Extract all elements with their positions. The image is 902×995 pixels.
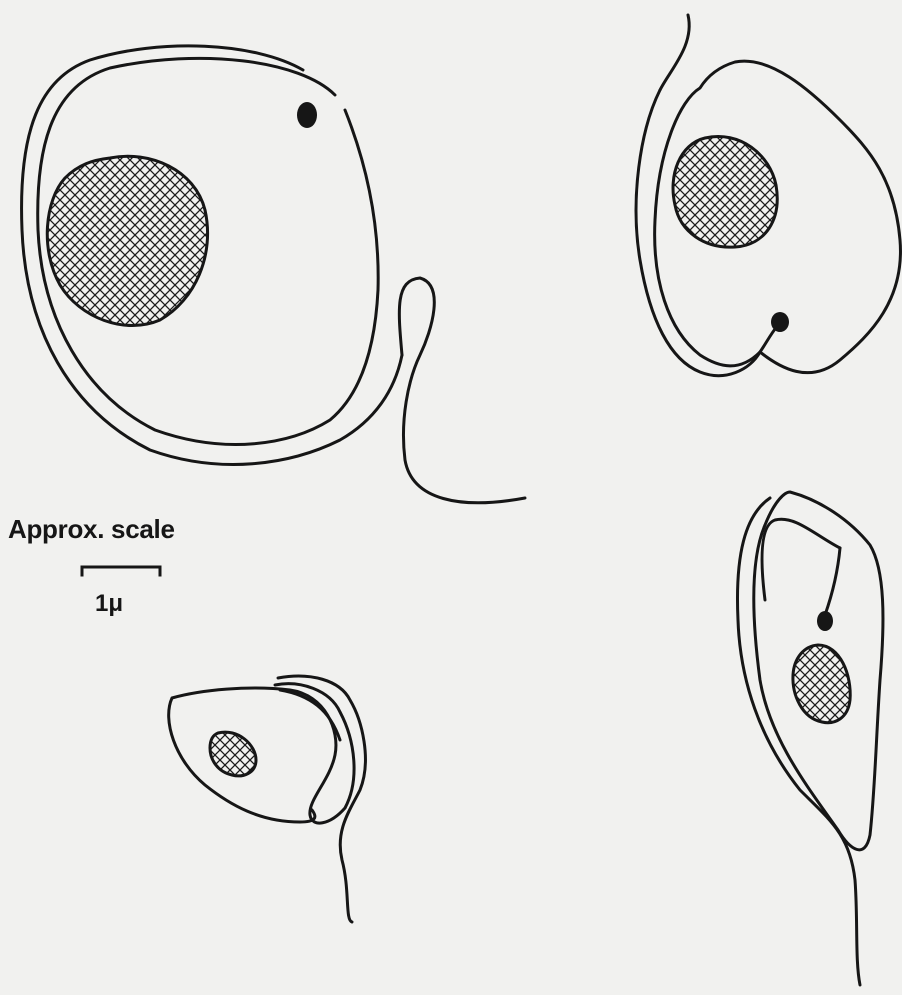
cell-bottom-right-granule	[817, 611, 833, 631]
cell-bottom-left-nucleus	[210, 732, 256, 776]
cell-top-left-nucleus	[47, 156, 207, 325]
cell-bottom-right-nucleus	[793, 645, 850, 723]
cell-top-left-pseudopod	[399, 278, 525, 503]
cell-top-left	[22, 46, 525, 503]
cell-top-right-nucleus	[673, 136, 777, 247]
cell-bottom-left-outer-membrane	[278, 676, 365, 922]
cell-top-right-tail	[660, 15, 689, 90]
scale-bar	[82, 567, 160, 575]
cell-top-right	[636, 15, 900, 376]
cell-bottom-right	[737, 492, 883, 985]
cell-bottom-left	[169, 676, 366, 922]
cell-bottom-right-granule-stalk	[825, 548, 840, 615]
cell-top-left-granule	[297, 102, 317, 128]
cell-top-right-granule	[771, 312, 789, 332]
scale-bar-line	[82, 567, 160, 575]
cell-bottom-right-inner-fold	[762, 519, 840, 600]
cell-bottom-left-inner-membrane	[169, 684, 354, 823]
scale-label: Approx. scale	[8, 514, 175, 545]
scale-unit: 1μ	[95, 590, 123, 618]
